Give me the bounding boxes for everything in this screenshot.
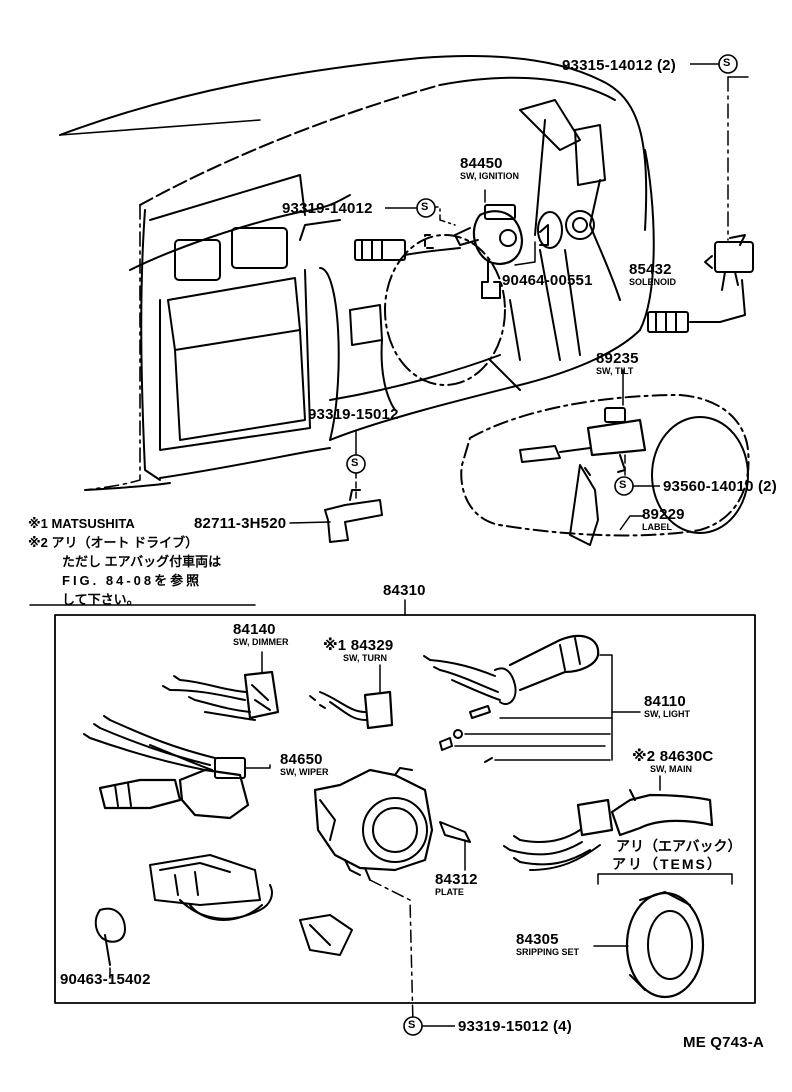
callout-85432-desc: SOLENOID xyxy=(629,277,677,287)
callout-93319-14012: 93319-14012 xyxy=(282,200,373,217)
note-airbag: ただし エアバッグ付車両は xyxy=(62,554,222,569)
main-switch-drawing xyxy=(503,775,714,871)
combination-switch-body-drawing xyxy=(313,767,471,881)
label-tems-variant: アリ（TEMS） xyxy=(612,856,723,872)
callout-84140: 84140 xyxy=(233,621,276,638)
screw-letter: S xyxy=(408,1019,416,1031)
callout-84329-desc: SW, TURN xyxy=(343,653,387,663)
instrument-panel-drawing xyxy=(59,55,655,481)
callout-89229: 89229 xyxy=(642,506,685,523)
callout-93319-15012: 93319-15012 xyxy=(308,406,399,423)
screw-letter: S xyxy=(619,479,627,491)
callout-93319-15012-4: 93319-15012 (4) xyxy=(458,1018,572,1035)
callout-93560: 93560-14010 (2) xyxy=(663,478,777,495)
turn-switch-drawing xyxy=(309,664,394,730)
callout-93315: 93315-14012 (2) xyxy=(562,57,676,74)
spiral-cable-drawing xyxy=(593,891,705,999)
bracket-drawing xyxy=(324,489,383,543)
callout-84312: 84312 xyxy=(435,871,478,888)
callout-84450-desc: SW, IGNITION xyxy=(460,171,520,181)
light-switch-drawing xyxy=(423,634,600,763)
callout-90463: 90463-15402 xyxy=(60,971,151,988)
callout-84650: 84650 xyxy=(280,751,323,768)
screw-letter: S xyxy=(723,57,731,69)
callout-84630c: ※2 84630C xyxy=(632,748,714,765)
figure-code: ME Q743-A xyxy=(683,1034,764,1051)
callout-84305: 84305 xyxy=(516,931,559,948)
callout-84650-desc: SW, WIPER xyxy=(280,767,329,777)
callout-84140-desc: SW, DIMMER xyxy=(233,637,289,647)
callout-84312-desc: PLATE xyxy=(435,887,464,897)
callout-84310: 84310 xyxy=(383,582,426,599)
callout-84329: ※1 84329 xyxy=(323,637,394,654)
callout-84630c-desc: SW, MAIN xyxy=(650,764,692,774)
callout-84450: 84450 xyxy=(460,155,503,172)
callout-89235: 89235 xyxy=(596,350,639,367)
callout-84110-desc: SW, LIGHT xyxy=(644,709,690,719)
callout-90464: 90464-00551 xyxy=(502,272,593,289)
light-switch-leaders xyxy=(454,654,641,761)
note-please: して下さい。 xyxy=(62,592,140,607)
callout-85432: 85432 xyxy=(629,261,672,278)
callout-89229-desc: LABEL xyxy=(642,522,672,532)
dimmer-switch-drawing xyxy=(162,651,280,721)
callout-84110: 84110 xyxy=(644,693,686,710)
lower-parts-drawing xyxy=(94,854,353,966)
callout-89235-desc: SW, TILT xyxy=(596,366,634,376)
screw-symbol-93319b xyxy=(346,454,366,474)
note-matsushita: ※1 MATSUSHITA xyxy=(28,516,135,531)
callout-82711: 82711-3H520 xyxy=(194,515,287,532)
ignition-switch-drawing xyxy=(354,204,549,299)
screw-letter: S xyxy=(421,201,429,213)
label-airbag-variant: アリ（エアバック） xyxy=(616,838,742,854)
callout-84305-desc: SRIPPING SET xyxy=(516,947,580,957)
screw-letter: S xyxy=(351,457,359,469)
note-auto-drive: ※2 アリ（オート ドライブ） xyxy=(28,535,199,550)
note-fig-ref: FIG. 84-08を参照 xyxy=(62,573,203,588)
wiper-switch-drawing xyxy=(83,715,271,820)
solenoid-drawing xyxy=(647,234,754,333)
